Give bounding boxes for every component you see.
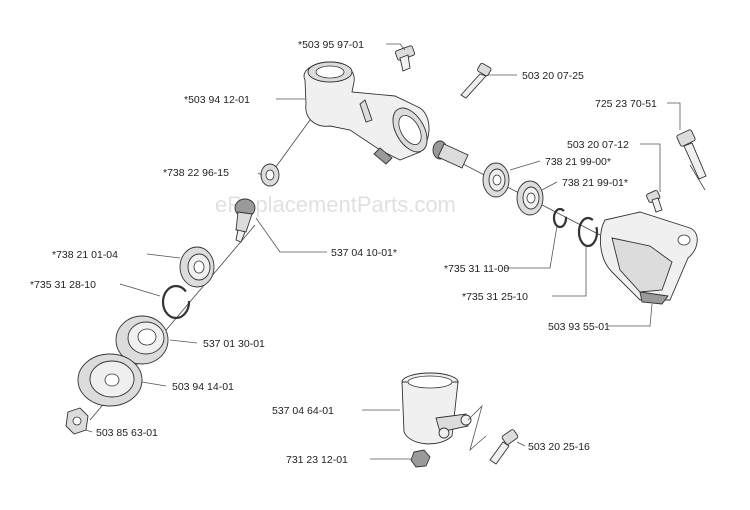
bearing-738-21-99-00-part[interactable] bbox=[482, 162, 510, 198]
label-735-31-11-00[interactable]: *735 31 11-00 bbox=[444, 263, 509, 275]
label-537-01-30-01[interactable]: 537 01 30-01 bbox=[203, 338, 265, 350]
guard-bracket-part[interactable] bbox=[599, 211, 698, 305]
label-735-31-25-10[interactable]: *735 31 25-10 bbox=[462, 291, 528, 303]
axis-line-bolt bbox=[689, 164, 706, 191]
label-738-21-01-04[interactable]: *738 21 01-04 bbox=[52, 249, 118, 261]
pinion-shaft-part[interactable] bbox=[234, 198, 256, 243]
clamp-part[interactable] bbox=[401, 372, 472, 445]
leader-735-31-25-10 bbox=[552, 246, 587, 297]
leader-725-23-70-51 bbox=[667, 102, 681, 130]
label-503-20-07-25[interactable]: 503 20 07-25 bbox=[522, 70, 584, 82]
label-738-21-99-00[interactable]: 738 21 99-00* bbox=[545, 156, 611, 168]
label-725-23-70-51[interactable]: 725 23 70-51 bbox=[595, 98, 657, 110]
label-738-21-99-01[interactable]: 738 21 99-01* bbox=[562, 177, 628, 189]
nut-503-85-63-01-part[interactable] bbox=[65, 407, 89, 435]
small-ring-11-00-part[interactable] bbox=[552, 207, 568, 229]
bolt-725-23-70-51-part[interactable] bbox=[676, 129, 707, 180]
leader-503-20-07-12 bbox=[640, 143, 661, 192]
leader-clamp-screw bbox=[467, 404, 487, 452]
leader-738-21-99-01 bbox=[541, 181, 558, 191]
label-503-95-97-01[interactable]: *503 95 97-01 bbox=[298, 39, 364, 51]
leader-537-04-10-01 bbox=[255, 217, 327, 253]
label-503-85-63-01[interactable]: 503 85 63-01 bbox=[96, 427, 158, 439]
label-537-04-10-01[interactable]: 537 04 10-01* bbox=[331, 247, 397, 259]
thrust-cup-part[interactable] bbox=[77, 353, 143, 407]
leader-735-31-28-10 bbox=[119, 283, 161, 297]
label-503-94-12-01[interactable]: *503 94 12-01 bbox=[184, 94, 250, 106]
retaining-ring-28-10-part[interactable] bbox=[161, 284, 191, 320]
leader-738-21-01-04 bbox=[146, 253, 181, 259]
leader-503-93-55-01 bbox=[608, 303, 653, 327]
leader-537-01-30-01 bbox=[169, 339, 198, 344]
bearing-738-21-01-04-part[interactable] bbox=[179, 246, 215, 288]
leader-503-85-63-01 bbox=[85, 429, 93, 433]
leader-503-95-97-01 bbox=[386, 43, 406, 51]
leader-503-20-25-16 bbox=[516, 441, 526, 447]
screw-503-20-25-16-part[interactable] bbox=[489, 429, 519, 465]
bushing-537-01-30-01-part[interactable] bbox=[115, 315, 169, 365]
label-503-20-07-12[interactable]: 503 20 07-12 bbox=[567, 139, 629, 151]
ring-25-10-part[interactable] bbox=[577, 216, 599, 248]
leader-735-31-11-00 bbox=[504, 225, 558, 269]
small-bearing-part[interactable] bbox=[260, 163, 280, 187]
screw-top-part[interactable] bbox=[394, 45, 416, 72]
label-537-04-64-01[interactable]: 537 04 64-01 bbox=[272, 405, 334, 417]
bearing-738-21-99-01-part[interactable] bbox=[516, 180, 544, 216]
screw-503-20-07-12-part[interactable] bbox=[646, 190, 663, 213]
nut-731-23-12-01-part[interactable] bbox=[410, 449, 431, 468]
label-735-31-28-10[interactable]: *735 31 28-10 bbox=[30, 279, 96, 291]
leader-503-94-14-01 bbox=[141, 381, 167, 387]
leader-738-21-99-00 bbox=[509, 160, 541, 171]
axis-line-upper bbox=[269, 119, 311, 176]
gear-shaft-part[interactable] bbox=[432, 140, 469, 169]
label-738-22-96-15[interactable]: *738 22 96-15 bbox=[163, 167, 229, 179]
watermark-text: eReplacementParts.com bbox=[215, 192, 456, 217]
label-503-94-14-01[interactable]: 503 94 14-01 bbox=[172, 381, 234, 393]
label-503-20-25-16[interactable]: 503 20 25-16 bbox=[528, 441, 590, 453]
long-screw-part[interactable] bbox=[460, 62, 492, 99]
gear-housing-part[interactable] bbox=[303, 61, 434, 165]
leader-738-22-96-15 bbox=[257, 172, 263, 176]
label-731-23-12-01[interactable]: 731 23 12-01 bbox=[286, 454, 348, 466]
label-503-93-55-01[interactable]: 503 93 55-01 bbox=[548, 321, 610, 333]
